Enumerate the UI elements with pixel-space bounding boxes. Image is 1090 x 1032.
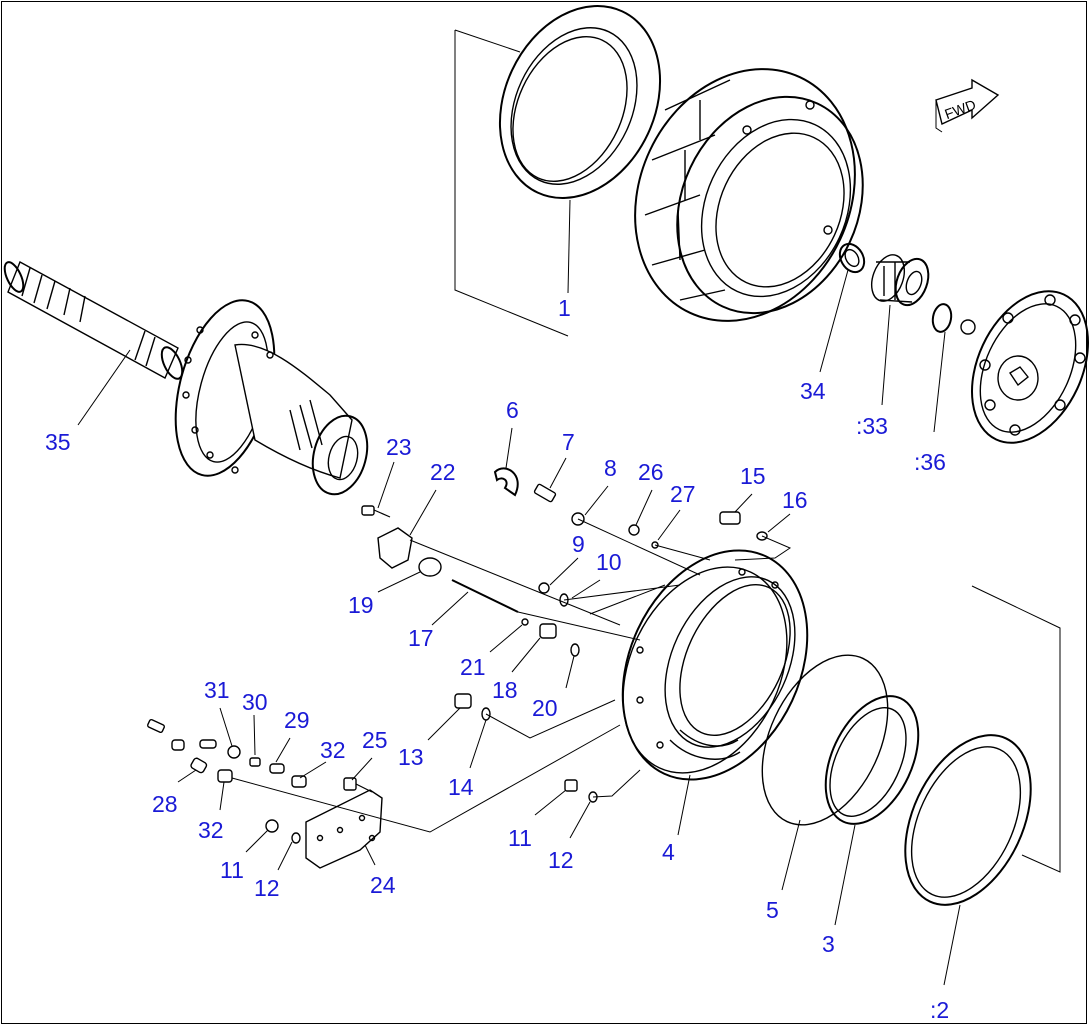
plane-lower-right	[971, 585, 1061, 873]
part-35-axle-shaft	[3, 261, 184, 380]
callout-23: 23	[386, 434, 412, 460]
part-33-bearing	[870, 254, 930, 307]
wheel-housing	[634, 68, 864, 322]
wheel-hub	[174, 299, 369, 496]
part-34-ring	[838, 242, 866, 274]
callout-5: 5	[766, 897, 779, 923]
callout-18: 18	[492, 677, 518, 703]
callout-32-lower: 32	[198, 817, 224, 843]
callout-9: 9	[572, 531, 585, 557]
callout-11-left: 11	[220, 857, 244, 883]
callout-24: 24	[370, 872, 396, 898]
callout-20: 20	[532, 695, 558, 721]
callout-3: 3	[822, 931, 835, 957]
callout-29: 29	[284, 707, 310, 733]
part-5-o-ring	[761, 654, 889, 826]
part-2-ring	[904, 734, 1032, 906]
callout-16: 16	[782, 487, 808, 513]
callout-28: 28	[152, 791, 178, 817]
part-3-ring	[824, 695, 920, 825]
fittings-group	[147, 467, 768, 869]
callout-15: 15	[740, 463, 766, 489]
callout-31: 31	[204, 677, 230, 703]
callout-7: 7	[562, 429, 575, 455]
callout-32-upper: 32	[320, 737, 346, 763]
callout-10: 10	[596, 549, 622, 575]
callout-4: 4	[662, 839, 675, 865]
callout-11-right: 11	[508, 825, 532, 851]
callout-21: 21	[460, 654, 486, 680]
callout-30: 30	[242, 689, 268, 715]
callout-12-right: 12	[548, 847, 574, 873]
callout-34: 34	[800, 378, 826, 404]
callout-6: 6	[506, 397, 519, 423]
callout-1: 1	[558, 295, 571, 321]
part-4-brake-housing	[621, 549, 809, 781]
callout-26: 26	[638, 459, 664, 485]
callout-labels: 1 :2 3 4 5 6 7 8 9 10 11 11 12 12 13 14 …	[45, 295, 949, 1023]
assembly-lines	[231, 518, 792, 833]
callout-35: 35	[45, 429, 71, 455]
callout-12-left: 12	[254, 875, 280, 901]
part-36-snap-ring	[931, 303, 976, 335]
plane-upper	[454, 29, 569, 337]
callout-13: 13	[398, 744, 424, 770]
callout-25: 25	[362, 727, 388, 753]
wheel-cover	[970, 290, 1090, 444]
callout-19: 19	[348, 592, 374, 618]
callout-14: 14	[448, 774, 474, 800]
callout-2: :2	[930, 997, 949, 1023]
callout-22: 22	[430, 459, 456, 485]
leader-lines	[77, 199, 961, 986]
callout-8: 8	[604, 455, 617, 481]
callout-36: :36	[914, 449, 946, 475]
callout-33: :33	[856, 413, 888, 439]
part-1-seal-ring	[498, 4, 662, 200]
fwd-arrow-icon: FWD	[935, 78, 1000, 133]
callout-27: 27	[670, 481, 696, 507]
callout-17: 17	[408, 625, 434, 651]
